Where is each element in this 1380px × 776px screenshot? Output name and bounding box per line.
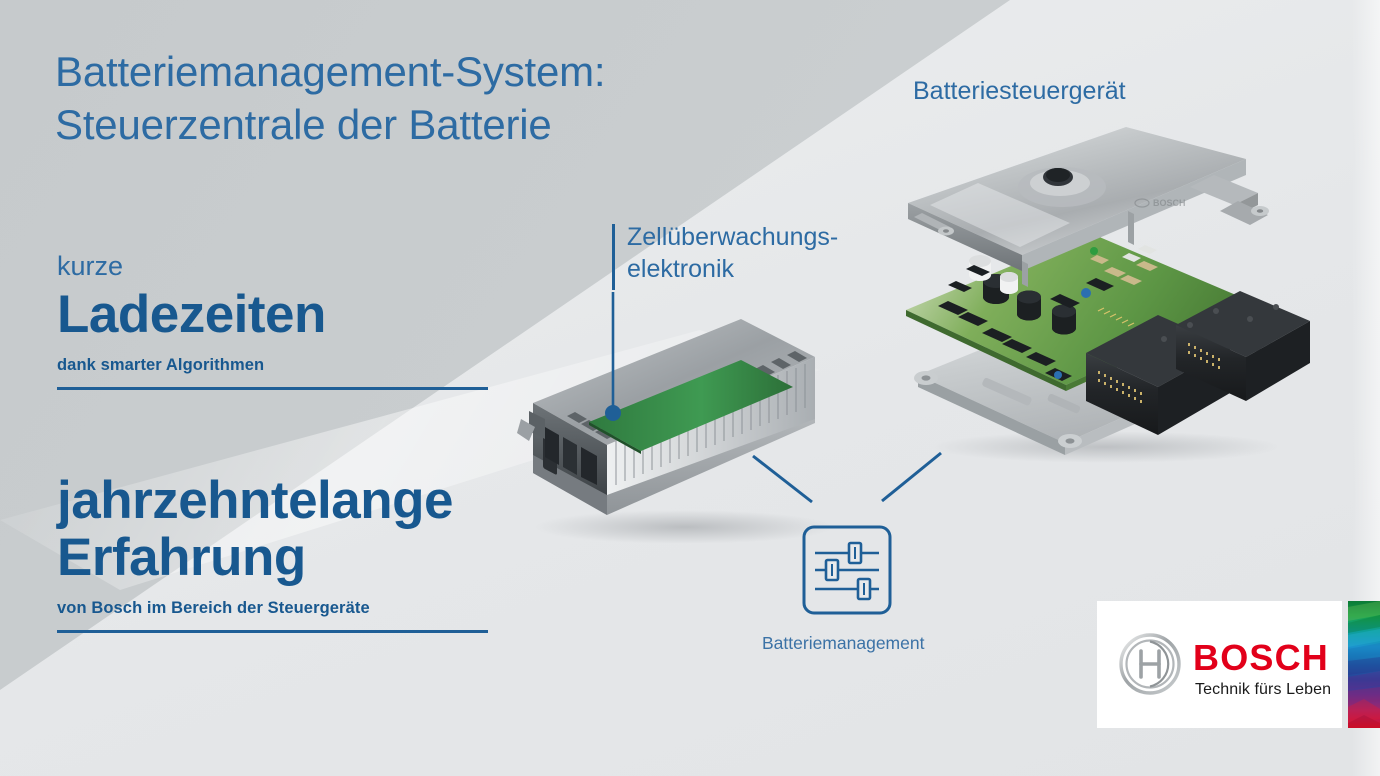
stat-headline-experience: jahrzehntelange Erfahrung (57, 471, 453, 588)
bosch-supergraphic (1348, 601, 1380, 728)
bosch-emblem-icon (1119, 633, 1181, 695)
bosch-wordmark: BOSCH (1193, 637, 1330, 678)
bosch-logo-plate: BOSCH Technik fürs Leben (1097, 601, 1342, 728)
stat-block-experience: jahrzehntelange Erfahrung von Bosch im B… (57, 471, 489, 634)
page-title: Batteriemanagement-System: Steuerzentral… (55, 48, 606, 148)
callout-cell-electronics-bar (612, 224, 615, 290)
ecu-top-cover: BOSCH (908, 127, 1269, 287)
svg-text:BOSCH: BOSCH (1153, 198, 1186, 208)
battery-module-front-connectors (517, 411, 597, 485)
ecu-board-components (938, 245, 1158, 381)
battery-module-shadow (535, 510, 835, 544)
cell-monitoring-pcb-edge (589, 422, 641, 454)
stat-headline-charge: Ladezeiten (57, 284, 326, 344)
ecu-shadow (930, 431, 1280, 463)
callout-battery-control-unit: Batteriesteuergerät (913, 77, 1126, 105)
stat-kicker-charge: kurze (57, 251, 124, 281)
bosch-emblem-on-lid: BOSCH (1134, 198, 1186, 208)
stat-subtitle-charge: dank smarter Algorithmen (57, 355, 265, 374)
callout-battery-management: Batteriemanagement (762, 633, 925, 653)
stat-block-charge: kurze Ladezeiten dank smarter Algorithme… (57, 251, 489, 390)
stat-subtitle-experience: von Bosch im Bereich der Steuergeräte (57, 599, 370, 618)
bosch-tagline: Technik fürs Leben (1195, 681, 1332, 698)
ecu-circuit-board (906, 233, 1250, 391)
battery-module-image (517, 319, 835, 544)
ecu-connectors (1086, 291, 1310, 435)
stat-divider-charge (57, 386, 488, 390)
cell-monitoring-pcb (589, 360, 793, 451)
sliders-icon[interactable] (801, 524, 893, 616)
callout-cell-monitoring-electronics: Zellüberwachungs- elektronik (627, 223, 839, 283)
stat-divider-experience (57, 630, 488, 634)
battery-control-unit-image: BOSCH (906, 127, 1310, 463)
